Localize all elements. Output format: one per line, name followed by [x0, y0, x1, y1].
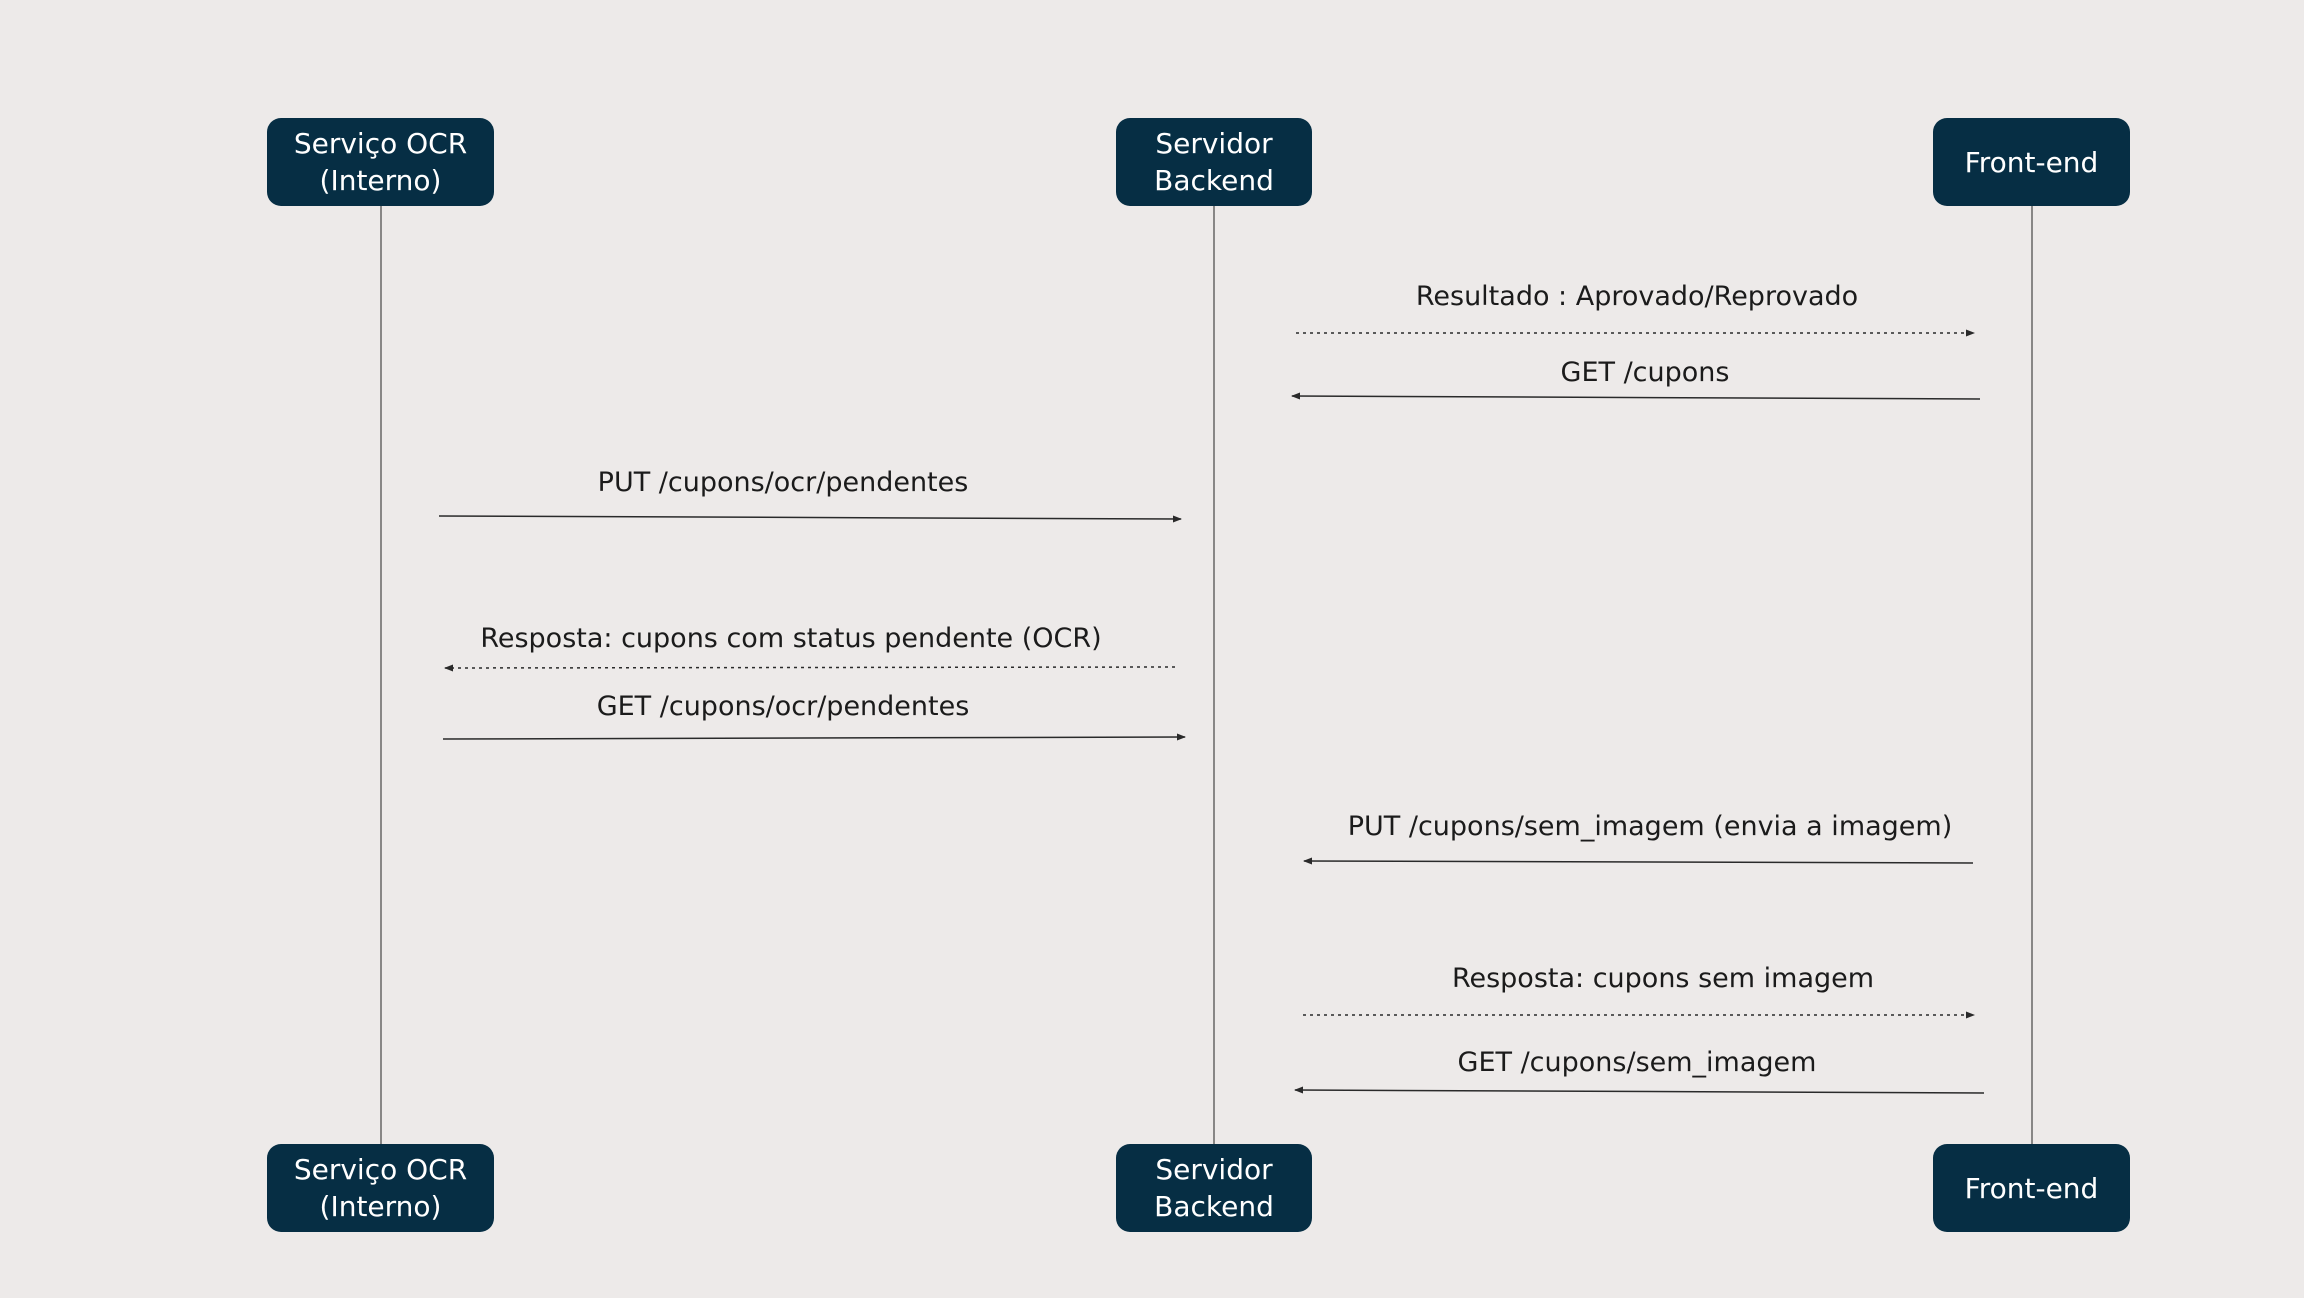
message-label-resposta-pendente: Resposta: cupons com status pendente (OC… [480, 623, 1102, 654]
message-arrow-m5 [442, 733, 1186, 741]
message-label-get-sem-imagem: GET /cupons/sem_imagem [1457, 1047, 1817, 1078]
message-label-get-cupons: GET /cupons [1560, 357, 1730, 388]
message-label-get-ocr-pendentes: GET /cupons/ocr/pendentes [596, 691, 970, 722]
message-arrows [438, 329, 1985, 1094]
actor-box-backend-bottom: Servidor Backend [1116, 1144, 1312, 1232]
actor-box-frontend-top: Front-end [1933, 118, 2130, 206]
message-arrow-m6 [1303, 857, 1974, 865]
actor-box-frontend-bottom: Front-end [1933, 1144, 2130, 1232]
actor-box-ocr-bottom: Serviço OCR (Interno) [267, 1144, 494, 1232]
actor-box-ocr-top: Serviço OCR (Interno) [267, 118, 494, 206]
actor-box-backend-top: Servidor Backend [1116, 118, 1312, 206]
message-arrow-m2 [1291, 392, 1981, 400]
message-arrow-m3 [438, 515, 1182, 523]
message-arrow-m4 [444, 664, 1176, 672]
message-arrow-m8 [1294, 1086, 1985, 1094]
message-label-resultado: Resultado : Aprovado/Reprovado [1415, 281, 1859, 312]
lifelines [380, 206, 2033, 1144]
message-label-resposta-sem-imagem: Resposta: cupons sem imagem [1451, 963, 1875, 994]
message-label-put-sem-imagem: PUT /cupons/sem_imagem (envia a imagem) [1347, 811, 1953, 842]
message-label-put-ocr-pendentes: PUT /cupons/ocr/pendentes [597, 467, 969, 498]
